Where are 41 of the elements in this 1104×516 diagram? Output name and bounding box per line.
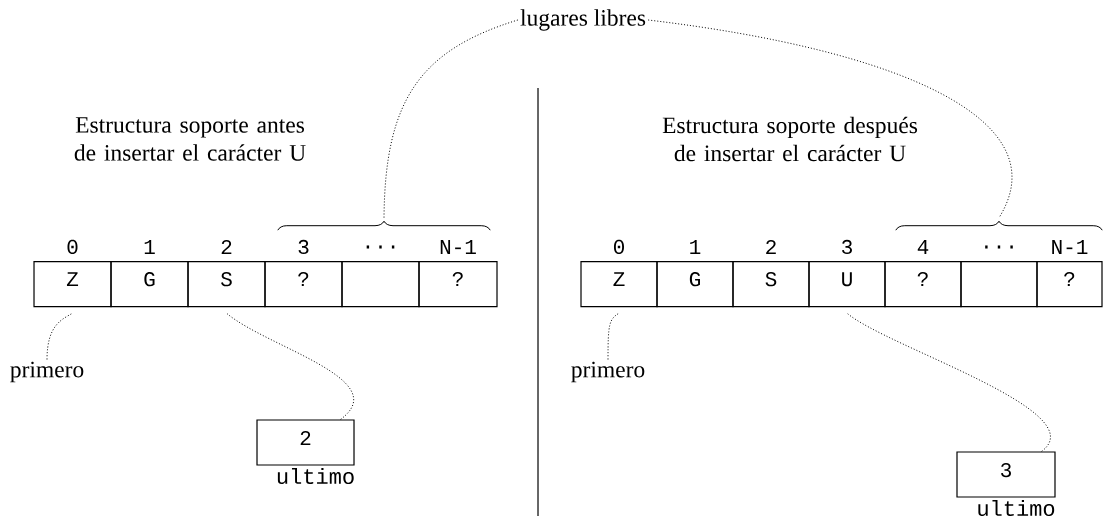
index-label: 3 (842, 239, 852, 255)
index-label: 0 (613, 239, 624, 255)
array-cell: U (808, 261, 886, 308)
array-cell: Z (33, 261, 112, 308)
leader-line (226, 312, 355, 420)
array-cell: S (187, 261, 266, 308)
leader-line (607, 312, 620, 360)
variable-box: 3 (956, 451, 1056, 498)
array-cell: ? (884, 261, 962, 308)
index-label: 2 (766, 239, 776, 254)
leader-line (46, 312, 73, 360)
variable-name: ultimo (978, 499, 1055, 516)
index-label: 1 (690, 240, 701, 254)
index-label: 3 (298, 239, 309, 255)
caption: Estructura soporte antes de insertar el carácter U (74, 117, 306, 161)
label-text: primero (571, 361, 645, 383)
leader-line (846, 312, 1051, 452)
index-label: 0 (67, 239, 78, 255)
array-cell: ? (1036, 261, 1103, 308)
brace (277, 220, 491, 231)
label-text: lugares libres (520, 9, 646, 31)
caption: Estructura soporte después de insertar el carácter U (662, 116, 918, 162)
label-text: primero (10, 361, 84, 383)
brace (895, 220, 1103, 231)
index-label: 2 (221, 239, 232, 254)
array-cell: G (656, 261, 734, 308)
index-label: ... (985, 245, 1013, 249)
array-cell: G (110, 261, 189, 308)
leader-line (647, 19, 1013, 219)
array-cell: ? (418, 261, 498, 308)
index-label: N-1 (440, 240, 476, 254)
index-label: N-1 (1052, 240, 1088, 254)
index-label: 1 (144, 240, 155, 254)
variable-box: 2 (256, 419, 355, 466)
index-label: ... (366, 245, 395, 249)
array-cell: ? (264, 261, 343, 308)
index-label: 4 (917, 240, 929, 254)
array-cell: S (732, 261, 810, 308)
leader-line (383, 19, 519, 219)
variable-name: ultimo (277, 467, 354, 485)
array-cell: Z (580, 261, 658, 308)
